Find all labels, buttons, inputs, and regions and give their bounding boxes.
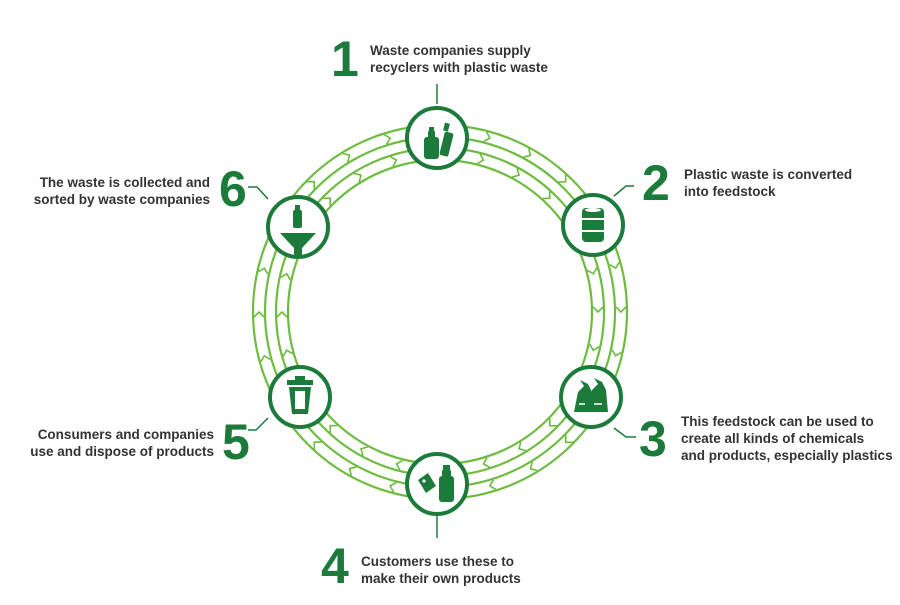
leader-line-5	[248, 417, 269, 431]
step-number-4: 4	[321, 538, 349, 594]
ring-chevron-27	[282, 349, 294, 357]
bottles-icon	[424, 122, 454, 159]
ring-chevron-6	[609, 261, 620, 270]
step-label-5-line-2: use and dispose of products	[30, 444, 214, 459]
step-node-1	[405, 106, 469, 170]
ring-chevron-16	[518, 441, 527, 452]
leader-line-2	[613, 185, 634, 197]
trash-bin-icon	[287, 376, 313, 414]
step-number-6: 6	[219, 161, 247, 217]
ring-chevron-10	[592, 306, 604, 314]
ring-chevron-28	[276, 310, 288, 318]
step-node-3	[559, 365, 623, 429]
step-number-1: 1	[331, 31, 359, 87]
step-label-5-line-1: Consumers and companies	[37, 427, 214, 442]
step-label-5: Consumers and companies use and dispose …	[8, 426, 214, 460]
ring-chevron-14	[488, 479, 497, 491]
ring-chevron-11	[588, 343, 600, 352]
ring-chevron-12	[564, 435, 573, 444]
ring-chevron-19	[348, 466, 357, 476]
barrel-icon	[582, 208, 604, 242]
ring-chevron-0	[483, 131, 491, 143]
ring-chevron-29	[280, 272, 292, 281]
step-label-2-line-1: Plastic waste is converted	[684, 167, 853, 182]
leader-line-6	[248, 186, 269, 200]
ring-chevron-22	[360, 446, 369, 456]
step-label-2-line-2: into feedstock	[684, 184, 776, 199]
step-number-5: 5	[222, 414, 250, 470]
ring-chevron-32	[383, 133, 392, 145]
bottle-tag-icon	[418, 465, 454, 502]
step-number-2: 2	[642, 155, 670, 211]
ring-chevron-30	[307, 180, 316, 189]
leader-line-3	[613, 427, 636, 438]
step-label-3-line-3: and products, especially plastics	[681, 448, 893, 463]
ring-chevron-3	[476, 153, 485, 165]
ring-chevron-23	[329, 424, 338, 433]
step-label-6: The waste is collected and sorted by was…	[8, 174, 210, 208]
step-node-2	[561, 193, 625, 257]
step-label-6-line-2: sorted by waste companies	[33, 192, 210, 207]
ring-chevron-18	[389, 481, 397, 493]
ring-chevron-34	[353, 172, 362, 183]
step-node-5	[268, 365, 332, 429]
step-label-2: Plastic waste is converted into feedstoc…	[684, 166, 852, 200]
step-label-1: Waste companies supply recyclers with pl…	[370, 42, 548, 76]
step-label-6-line-1: The waste is collected and	[39, 175, 210, 190]
bags-icon	[574, 378, 608, 412]
step-label-4-line-1: Customers use these to	[361, 554, 515, 569]
ring-chevron-13	[529, 461, 538, 472]
step-label-3-line-1: This feedstock can be used to	[681, 414, 874, 429]
ring-chevron-2	[558, 174, 567, 183]
ring-chevron-20	[313, 441, 322, 450]
ring-chevron-31	[342, 152, 351, 163]
ring-chevron-1	[523, 148, 532, 158]
ring-chevron-5	[542, 191, 551, 200]
cycle-arrows	[253, 131, 627, 493]
leader-lines	[248, 84, 636, 538]
step-label-3: This feedstock can be used to create all…	[681, 413, 893, 464]
ring-chevron-35	[389, 155, 398, 167]
ring-chevron-7	[615, 306, 627, 314]
step-node-4	[405, 452, 469, 516]
step-label-4-line-2: make their own products	[361, 571, 521, 586]
step-label-4: Customers use these to make their own pr…	[361, 553, 521, 587]
ring-chevron-26	[257, 267, 269, 275]
step-node-6	[266, 195, 330, 259]
ring-chevron-33	[323, 197, 332, 206]
funnel-bottle-icon	[280, 205, 316, 256]
step-number-3: 3	[639, 411, 667, 467]
ring-chevron-24	[260, 354, 271, 363]
ring-chevron-15	[548, 418, 557, 427]
step-label-1-line-2: recyclers with plastic waste	[370, 60, 548, 75]
ring-chevron-4	[511, 168, 520, 178]
step-label-3-line-2: create all kinds of chemicals	[681, 431, 865, 446]
ring-chevron-8	[611, 349, 623, 357]
ring-chevron-21	[395, 459, 404, 471]
step-label-1-line-1: Waste companies supply	[370, 43, 531, 58]
ring-chevron-25	[253, 310, 265, 318]
ring-chevron-9	[586, 267, 598, 275]
ring-chevron-17	[482, 457, 491, 469]
